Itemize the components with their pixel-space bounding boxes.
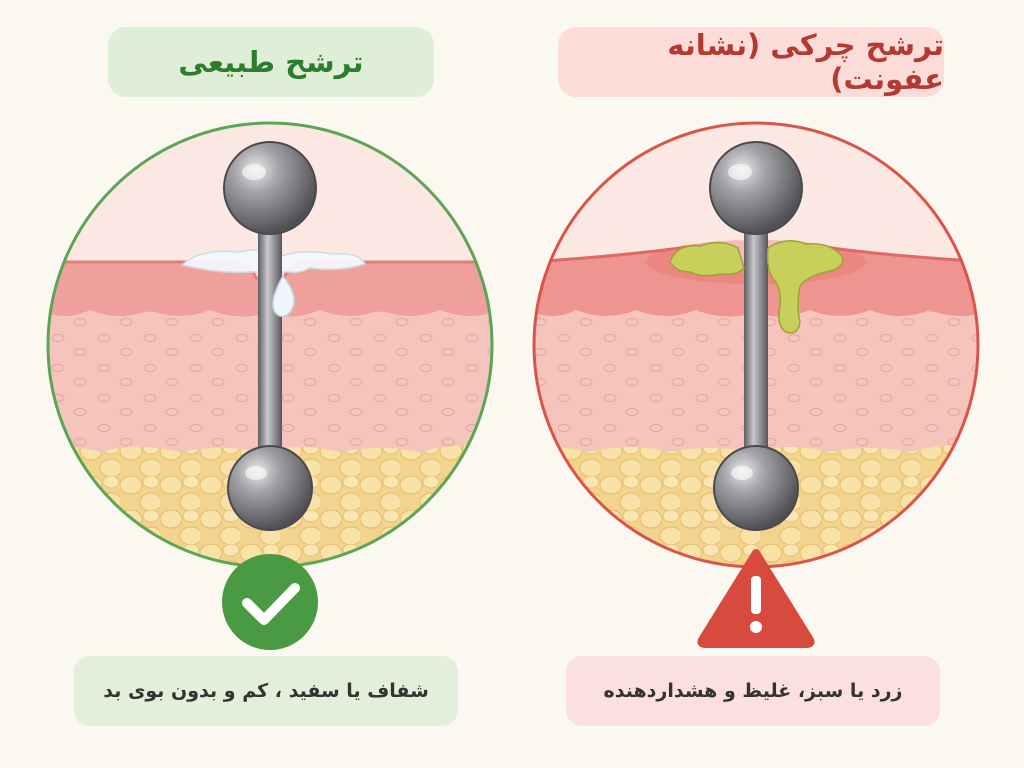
normal-discharge-title: ترشح طبیعی: [108, 27, 434, 97]
infected-piercing-panel: [532, 121, 980, 648]
barbell-bottom-ball: [227, 445, 313, 531]
infected-discharge-caption: زرد یا سبز، غلیظ و هشداردهنده: [566, 656, 940, 726]
barbell-top-ball: [223, 141, 317, 235]
check-icon: [222, 554, 318, 650]
barbell-bar: [258, 215, 282, 485]
normal-discharge-caption: شفاف یا سفید ، کم و بدون بوی بد: [74, 656, 458, 726]
pus-left: [669, 241, 745, 277]
barbell-top-ball: [709, 141, 803, 235]
warning-icon: [697, 549, 815, 648]
infected-discharge-title: ترشح چرکی (نشانه عفونت): [558, 27, 944, 97]
barbell-bottom-ball: [713, 445, 799, 531]
barbell-bar: [744, 215, 768, 485]
pus-right-drip: [766, 240, 844, 334]
clear-drop: [272, 274, 296, 317]
normal-piercing-panel: [46, 121, 494, 650]
